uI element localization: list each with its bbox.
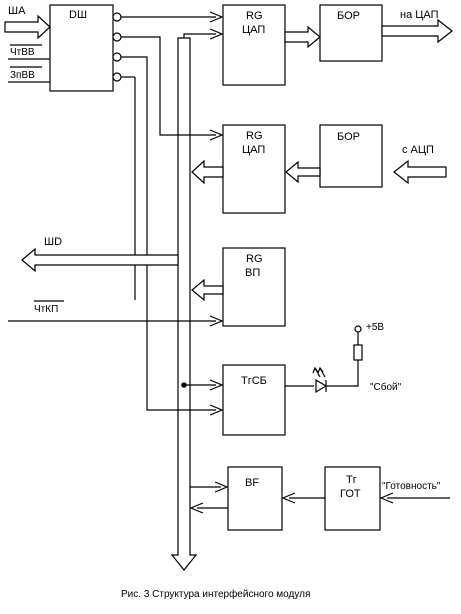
rg-vp-sublabel: ВП [245, 267, 260, 279]
rg-dac-top-sublabel: ЦАП [242, 24, 265, 36]
rg-mid-to-bus-arrow [191, 159, 224, 185]
bf-block [227, 466, 283, 531]
led-ray-arrowhead-1 [312, 366, 319, 374]
gotovnost-label: "Готовность" [382, 481, 441, 492]
rg-dac-mid-label: RG [246, 130, 263, 142]
rg-dac-mid-sublabel: ЦАП [242, 144, 265, 156]
dsh-out-circle-4 [112, 72, 122, 82]
sha-input-arrow [4, 14, 51, 40]
rg-dac-top-block [222, 4, 286, 86]
trsb-block [222, 364, 286, 436]
bus-to-rg-top-arrowhead [209, 28, 224, 40]
dsh-arrowhead-3 [209, 404, 224, 416]
supply-terminal-icon [354, 325, 362, 333]
tg-got-to-bf-arrowhead [281, 492, 296, 504]
sha-label: ША [8, 5, 26, 17]
sboi-label: "Сбой" [370, 381, 402, 393]
shd-bus-arrow [21, 247, 179, 273]
led-diode-icon [315, 378, 328, 394]
bor-to-rg-mid-arrow [285, 160, 321, 184]
gotovnost-arrowhead [379, 492, 394, 504]
shd-label: ШD [44, 236, 62, 248]
dsh-line-2 [121, 36, 216, 136]
zpvv-label: ЗпВВ [10, 70, 35, 81]
dsh-arrowhead-2 [209, 129, 224, 141]
chtkp-label: ЧтКП [34, 304, 58, 315]
plus5v-label: +5В [366, 322, 384, 333]
resistor-icon [353, 344, 363, 361]
led-ray-arrowhead-2 [317, 366, 324, 374]
chtkp-arrowhead [209, 315, 224, 327]
dsh-block [49, 4, 114, 92]
bf-label: BF [245, 477, 259, 489]
s-adc-label: с АЦП [402, 144, 434, 156]
bor-mid-block [319, 124, 383, 188]
na-dac-arrow [381, 18, 453, 44]
tg-got-label: Тг [346, 474, 357, 486]
rg-dac-mid-block [222, 124, 286, 214]
bus-to-trsb-arrowhead [209, 379, 224, 391]
bor-mid-label: БОР [337, 131, 360, 143]
main-bus-arrow [170, 37, 198, 571]
chtvv-label: ЧтВВ [10, 47, 35, 58]
dsh-arrowhead-1 [209, 11, 224, 23]
dsh-line-3 [121, 56, 216, 411]
bus-to-bf-arrowhead [214, 481, 229, 493]
dsh-out-circle-2 [112, 32, 122, 42]
dsh-out-circle-1 [112, 12, 122, 22]
dsh-out-circle-3 [112, 52, 122, 62]
rg-vp-to-bus-arrow [191, 278, 224, 302]
s-adc-arrow [393, 159, 447, 185]
bor-top-block [319, 4, 383, 62]
bf-to-bus-arrowhead [189, 502, 204, 514]
led-to-resistor-line [326, 360, 359, 387]
na-dac-label: на ЦАП [400, 9, 439, 21]
rg-vp-label: RG [246, 253, 263, 265]
trsb-label: ТгСБ [241, 375, 267, 387]
rg-dac-top-label: RG [246, 10, 263, 22]
figure-caption: Рис. 3 Структура интерфейсного модуля [121, 588, 310, 600]
bor-top-label: БОР [337, 10, 360, 22]
rg-to-bor-top-arrow [284, 25, 321, 49]
tg-got-sublabel: ГОТ [340, 488, 361, 500]
dsh-label: DШ [69, 9, 87, 21]
bus-to-rg-top-line [183, 33, 216, 38]
